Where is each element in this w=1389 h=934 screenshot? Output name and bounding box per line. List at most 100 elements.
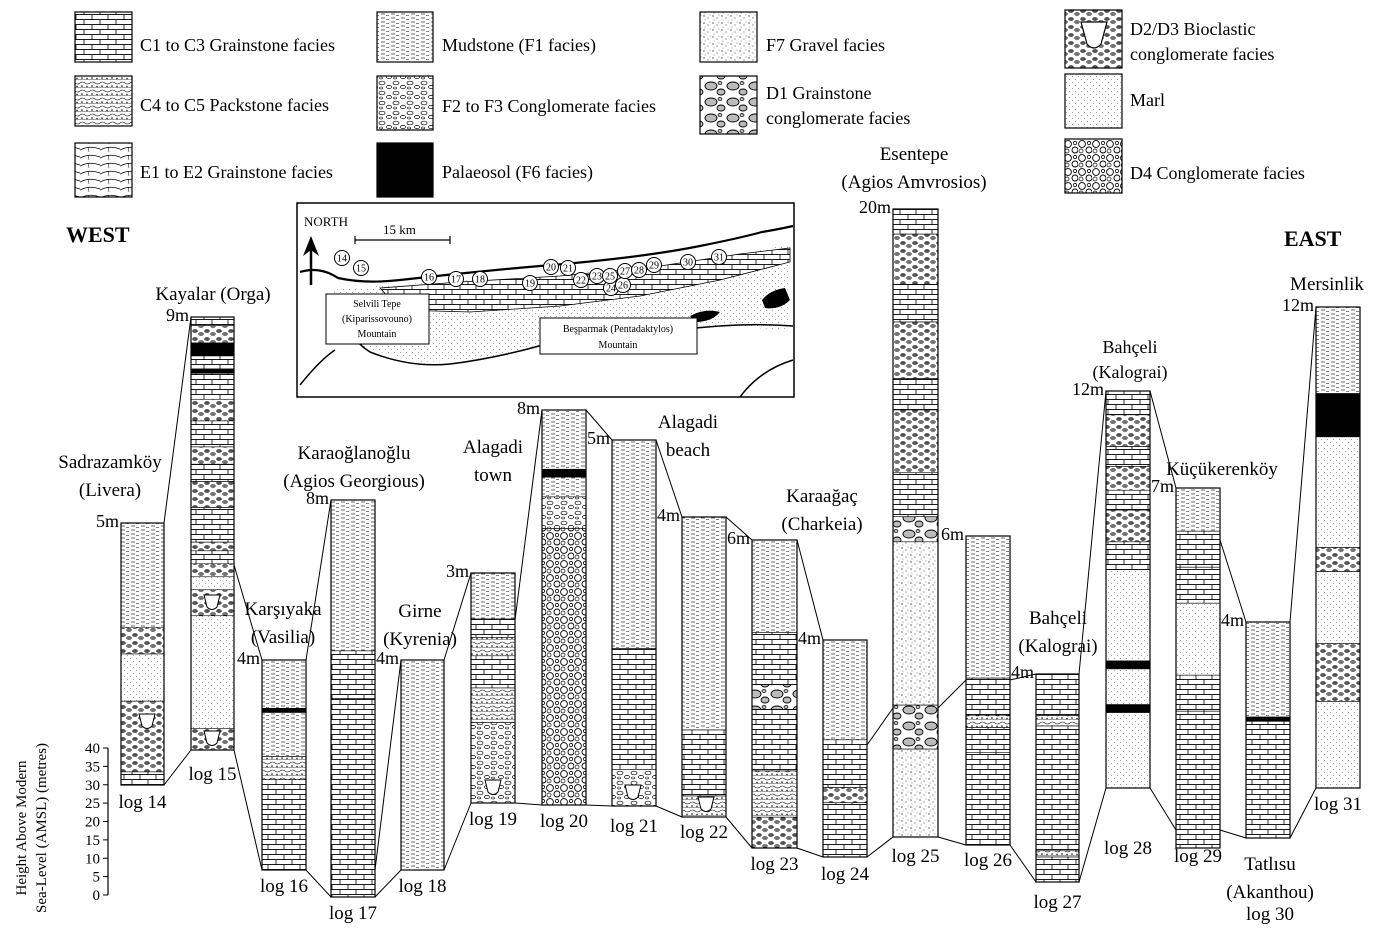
layer-c	[1035, 725, 1080, 852]
legend-swatch-f1	[376, 11, 434, 63]
layer-f1	[681, 516, 727, 731]
layer-c45	[751, 770, 798, 818]
thickness-label: 5m	[96, 511, 119, 531]
correlation-line	[443, 802, 472, 871]
layer-d23	[190, 325, 235, 344]
legend-label-e: E1 to E2 Grainstone facies	[140, 162, 333, 182]
layer-d23	[1315, 643, 1361, 702]
column-outline	[1175, 487, 1221, 849]
layer-c	[261, 779, 307, 871]
site-name-line: Alagadi	[658, 412, 718, 433]
correlation-line	[233, 749, 263, 871]
legend-swatch-c	[74, 11, 133, 63]
correlation-line	[1219, 829, 1247, 839]
layer-d4	[541, 528, 587, 806]
site-name-line: (Vasilia)	[251, 627, 315, 648]
mountain2-line2: Mountain	[599, 340, 638, 351]
site-name-line: (Livera)	[79, 480, 141, 501]
west-heading: WEST	[66, 222, 130, 247]
layer-d23	[1105, 509, 1151, 543]
layer-d23	[1105, 466, 1151, 491]
site-label-16: 16	[424, 273, 434, 284]
layer-f1	[1245, 621, 1291, 718]
layer-f6	[261, 707, 307, 713]
layer-c	[751, 632, 798, 686]
layer-c	[120, 771, 165, 786]
shell-symbol	[624, 784, 642, 800]
layer-f1	[470, 572, 516, 620]
layer-d1	[892, 704, 939, 750]
shell-symbol	[1080, 21, 1108, 49]
layer-marl	[1105, 712, 1151, 789]
site-marker-15	[353, 260, 369, 276]
site-name-line: (Akanthou)	[1226, 882, 1314, 903]
layer-f1	[822, 639, 868, 741]
site-label-27: 27	[620, 267, 630, 278]
correlation-line	[1289, 306, 1317, 623]
layer-c	[190, 372, 235, 400]
site-name-line: Tatlısu	[1244, 854, 1296, 875]
layer-marl	[1315, 571, 1361, 644]
layer-d23	[1315, 547, 1361, 572]
correlation-lines	[163, 306, 1317, 898]
site-marker-25	[602, 268, 618, 284]
layer-c45	[470, 687, 516, 723]
layer-c	[470, 655, 516, 689]
site-name-line: Karşıyaka	[244, 599, 322, 620]
legend-label-d4: D4 Conglomerate facies	[1130, 163, 1305, 183]
layer-c	[330, 698, 376, 898]
legend-label-f7: F7 Gravel facies	[766, 35, 885, 55]
axis-tick-label: 10	[85, 851, 100, 867]
correlation-line	[374, 659, 402, 871]
layer-f1	[1315, 306, 1361, 394]
log-label: log 23	[750, 854, 798, 875]
site-label-26: 26	[618, 281, 628, 292]
site-marker-31	[711, 249, 727, 265]
layer-f1	[330, 499, 376, 652]
layer-marl	[1315, 436, 1361, 548]
layer-c	[965, 677, 1011, 716]
log-label: log 17	[329, 903, 377, 924]
legend-label-d1-line2: conglomerate facies	[766, 108, 910, 128]
legend-swatch-c45	[74, 75, 133, 127]
correlation-line	[1078, 390, 1107, 675]
site-label-15: 15	[356, 264, 366, 275]
thickness-label: 6m	[727, 528, 750, 548]
site-name-line: (Kalograi)	[1018, 636, 1097, 657]
layer-c	[190, 507, 235, 543]
thickness-label: 4m	[798, 628, 821, 648]
legend-label-f23: F2 to F3 Conglomerate facies	[442, 96, 656, 116]
layer-d23	[892, 409, 939, 474]
site-marker-20	[543, 259, 559, 275]
shell-symbol	[203, 594, 221, 610]
layer-c	[822, 802, 868, 858]
layer-d23	[120, 627, 165, 655]
site-marker-21	[560, 260, 576, 276]
layer-marl	[1175, 602, 1221, 676]
layer-c	[892, 208, 939, 235]
axis-tick-label: 15	[85, 833, 100, 849]
site-label-23: 23	[592, 272, 602, 283]
correlation-line	[866, 836, 894, 858]
layer-c	[892, 284, 939, 323]
layer-c	[892, 472, 939, 518]
column-outline	[330, 499, 376, 898]
log-column-23: 6m log 23	[727, 528, 799, 875]
layer-c	[1245, 721, 1291, 839]
log-label: log 29	[1174, 846, 1222, 867]
axis-tick-label: 0	[93, 888, 101, 904]
legend-swatch-e	[74, 142, 133, 198]
correlation-line	[937, 679, 967, 709]
site-name-line: Karaağaç	[786, 486, 858, 507]
axis-tick-label: 5	[93, 870, 101, 886]
layer-c	[1105, 446, 1151, 467]
shell-symbol	[484, 779, 502, 795]
site-name-line: beach	[666, 440, 711, 461]
layer-marl	[190, 615, 235, 729]
layer-c	[1035, 673, 1080, 716]
correlation-line	[514, 802, 543, 806]
correlation-line	[866, 707, 894, 746]
